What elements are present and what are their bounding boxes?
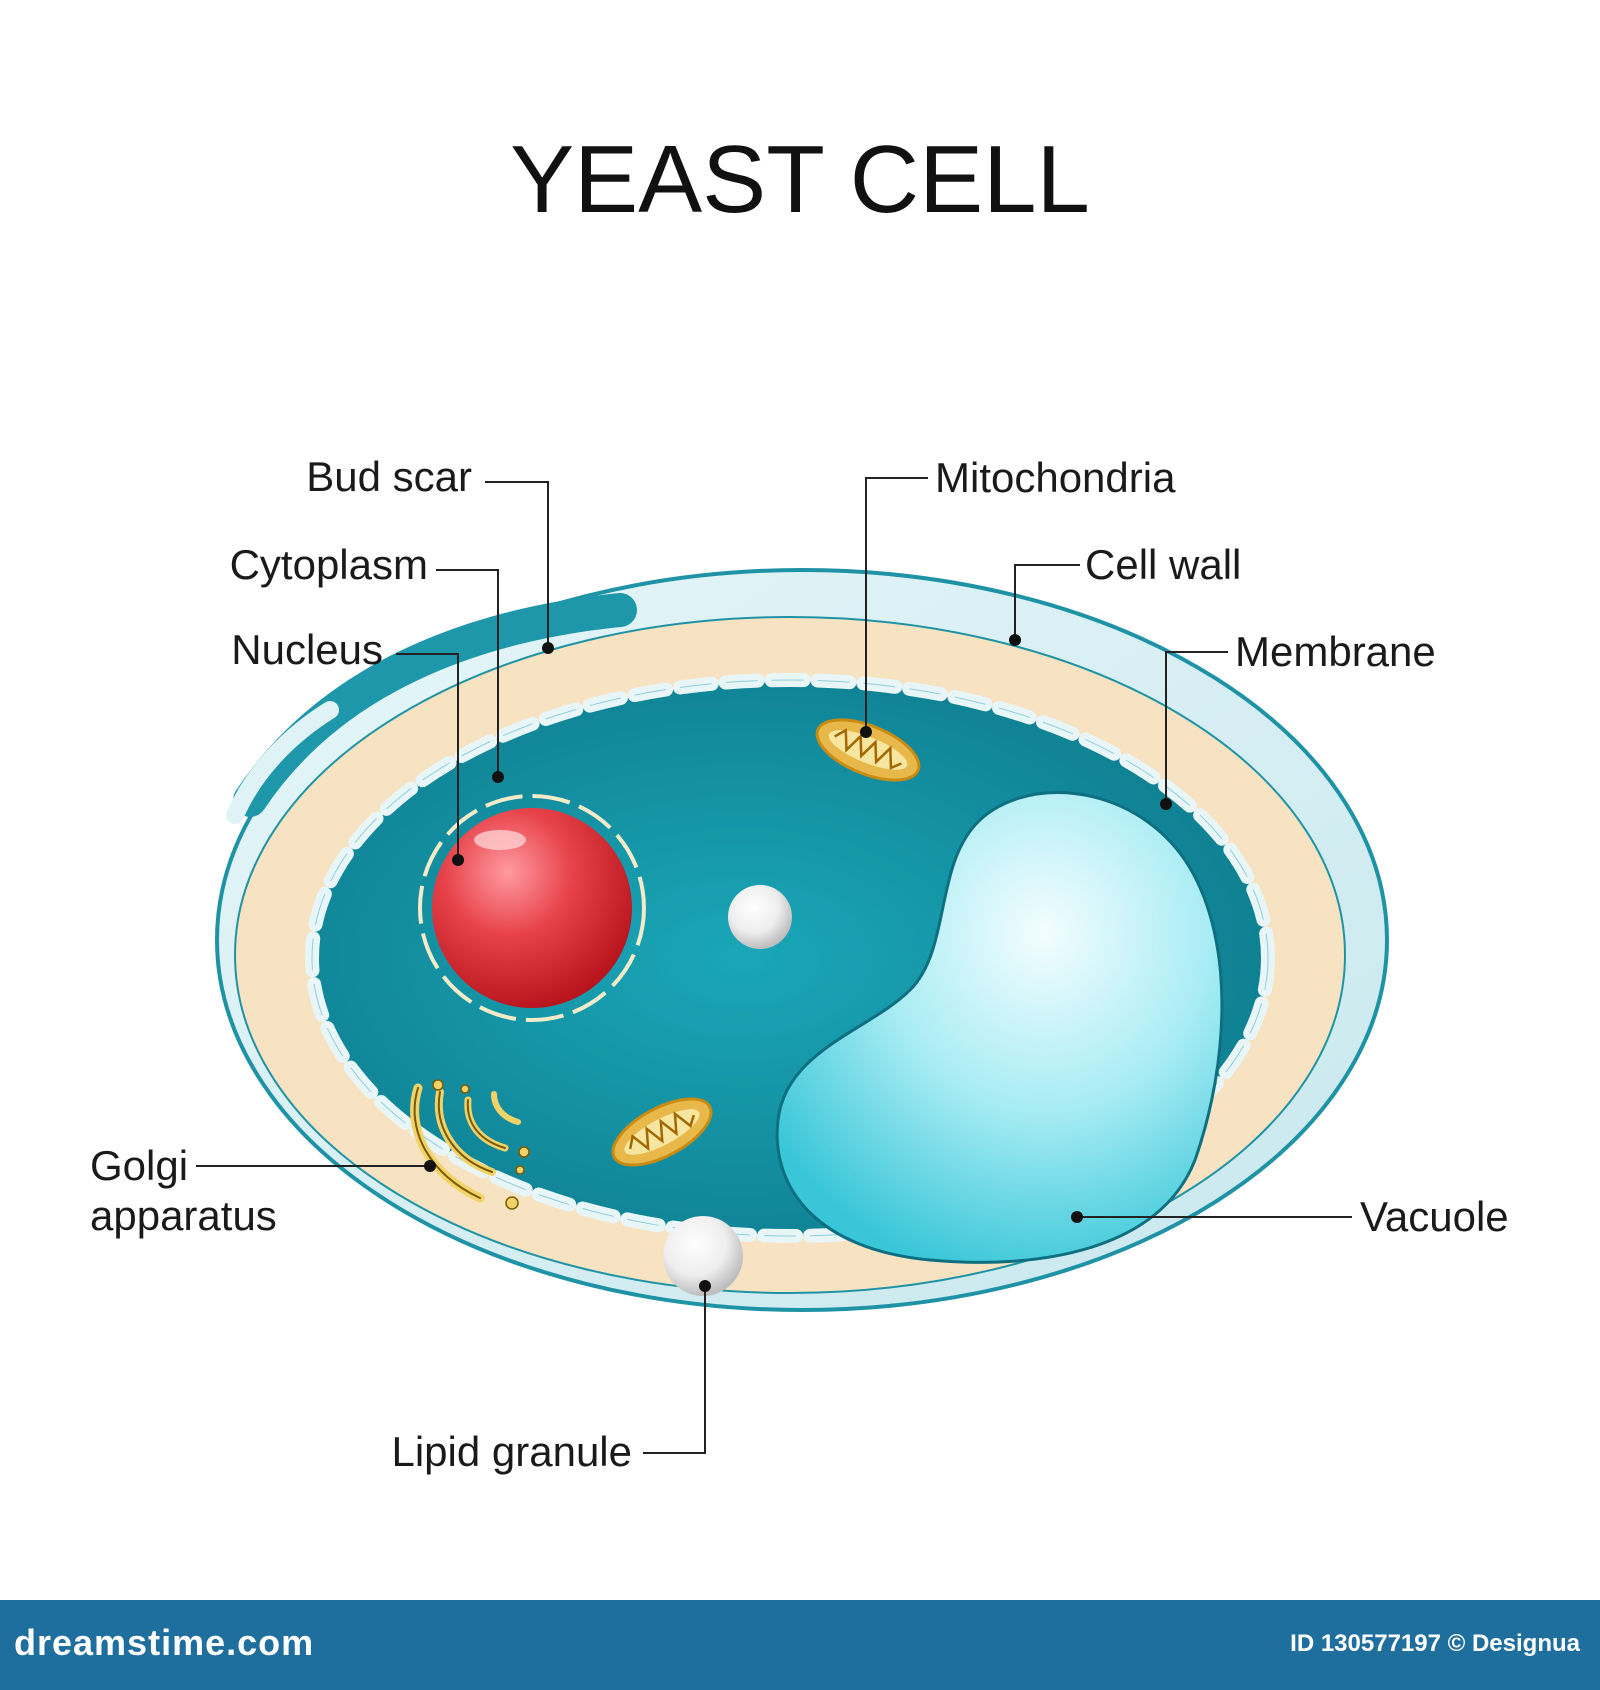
label-bud-scar: Bud scar [306,453,472,500]
vacuole [775,791,1224,1264]
nuclear-envelope [418,794,646,1022]
label-vacuole: Vacuole [1360,1193,1509,1240]
label-mitochondria: Mitochondria [935,454,1176,501]
membrane-outline [311,679,1269,1237]
footer-bar: dreamstime.com ID 130577197 © Designua [0,1600,1600,1690]
leader-membrane [1160,651,1228,810]
label-golgi-line1: Golgi [90,1142,188,1189]
leader-cytoplasm [436,569,504,783]
leader-nucleus [396,653,464,866]
nucleus [432,808,632,1008]
leader-lipid-granule [643,1280,711,1454]
diagram-title: YEAST CELL [510,126,1090,233]
footer-image-id: ID 130577197 © Designua [1290,1630,1580,1657]
bud-scar-highlight [226,701,339,824]
label-lipid-granule: Lipid granule [391,1428,632,1475]
label-cytoplasm: Cytoplasm [230,541,428,588]
leader-bud-scar [485,481,554,654]
golgi-apparatus [410,1079,530,1210]
lipid-granule-lower [663,1216,743,1296]
lipid-granule-upper [728,885,792,949]
mitochondrion-upper [815,718,921,782]
label-cell-wall: Cell wall [1085,541,1241,588]
nucleus-highlight [474,830,526,850]
leader-cell-wall [1009,564,1080,646]
footer-logo[interactable]: dreamstime.com [14,1622,315,1663]
leader-mitochondria [860,477,928,738]
leader-golgi [196,1160,436,1172]
leader-vacuole [1071,1211,1352,1223]
label-golgi-line2: apparatus [90,1192,277,1239]
mitochondrion-lower [611,1097,713,1167]
label-nucleus: Nucleus [231,626,383,673]
label-membrane: Membrane [1235,628,1436,675]
